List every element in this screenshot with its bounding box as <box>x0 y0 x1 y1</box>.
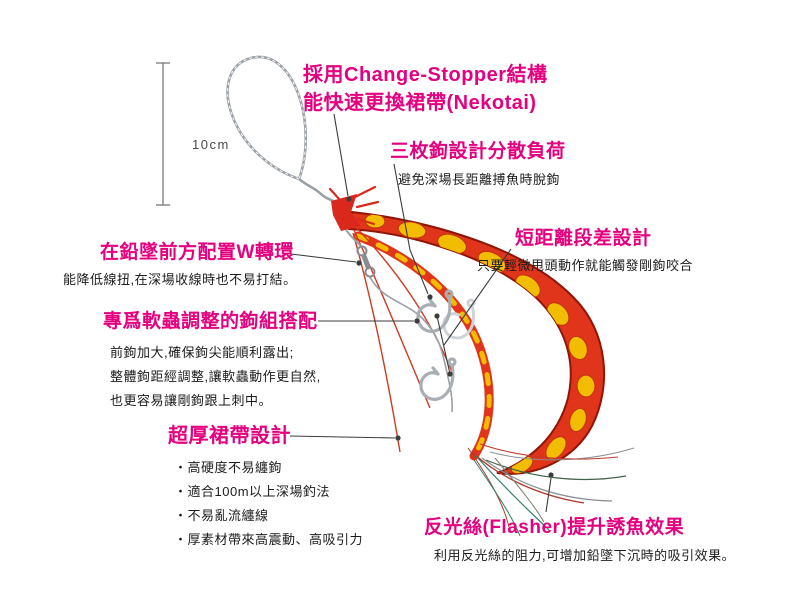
callout-swivel: 在鉛墜前方配置W轉環 能降低線扭,在深場收線時也不易打結。 <box>63 240 297 290</box>
thick-skirt-bullet-2: ・適合100m以上深場釣法 <box>174 483 331 499</box>
callout-change-stopper-heading-line1: 採用Change-Stopper結構 <box>303 64 548 86</box>
thick-skirt-bullet-1: ・高硬度不易纏鉤 <box>174 459 283 475</box>
callout-three-hooks-heading: 三枚鉤設計分散負荷 <box>390 141 566 162</box>
callout-swivel-body: 能降低線扭,在深場收線時也不易打結。 <box>63 272 297 288</box>
callout-change-stopper: 採用Change-Stopper結構 能快速更換裙帶(Nekotai) <box>303 62 548 117</box>
callout-hook-setup-body-line2: 整體鉤距經調整,讓軟蟲動作更自然, <box>110 369 321 385</box>
hooks <box>416 289 476 401</box>
hook-2-icon <box>419 357 457 401</box>
thick-skirt-bullet-3: ・不易亂流纏線 <box>174 507 269 523</box>
callout-flasher-body: 利用反光絲的阻力,可增加鉛墜下沉時的吸引效果。 <box>434 548 736 564</box>
callout-hook-setup-body-line1: 前鉤加大,確保鉤尖能順利露出; <box>110 345 294 361</box>
hook-line <box>369 276 453 413</box>
callout-flasher: 反光絲(Flasher)提升誘魚效果 利用反光絲的阻力,可增加鉛墜下沉時的吸引效… <box>424 515 735 566</box>
callout-short-gap-heading: 短距離段差設計 <box>515 228 652 249</box>
skirt-tail-strand <box>353 231 494 461</box>
callout-hook-setup-heading: 專爲軟蟲調整的鉤組搭配 <box>103 311 318 332</box>
callout-short-gap: 短距離段差設計 只要輕微甩頭動作就能觸發剛鉤咬合 <box>477 226 693 276</box>
callout-three-hooks: 三枚鉤設計分散負荷 避免深場長距離搏魚時脫鉤 <box>390 139 566 190</box>
measurement-bracket <box>156 62 170 206</box>
callout-hook-setup-body: 前鉤加大,確保鉤尖能順利露出; 整體鉤距經調整,讓軟蟲動作更自然, 也更容易讓剛… <box>110 341 321 413</box>
callout-flasher-heading: 反光絲(Flasher)提升誘魚效果 <box>424 517 685 538</box>
flasher-threads <box>467 443 635 537</box>
hook-1-icon <box>416 289 454 333</box>
callout-thick-skirt-bullets: ・高硬度不易纏鉤 ・適合100m以上深場釣法 ・不易亂流纏線 ・厚素材帶來高震動… <box>174 456 363 552</box>
callout-swivel-heading: 在鉛墜前方配置W轉環 <box>100 242 294 263</box>
thick-skirt-bullet-4: ・厚素材帶來高震動、高吸引力 <box>174 531 364 547</box>
callout-change-stopper-heading-line2: 能快速更換裙帶(Nekotai) <box>303 91 537 114</box>
callout-short-gap-body: 只要輕微甩頭動作就能觸發剛鉤咬合 <box>477 258 694 274</box>
callout-thick-skirt: 超厚裙帶設計 ・高硬度不易纏鉤 ・適合100m以上深場釣法 ・不易亂流纏線 ・厚… <box>168 423 363 552</box>
callout-thick-skirt-heading: 超厚裙帶設計 <box>168 425 291 447</box>
stopper-swivel-link <box>345 229 362 247</box>
callout-hook-setup-body-line3: 也更容易讓剛鉤跟上刺中。 <box>110 393 273 409</box>
measurement-label: 10cm <box>192 137 230 152</box>
w-swivel-icon <box>356 245 376 278</box>
leader-lines <box>289 113 552 513</box>
callout-three-hooks-body: 避免深場長距離搏魚時脫鉤 <box>398 172 561 188</box>
callout-hook-setup: 專爲軟蟲調整的鉤組搭配 前鉤加大,確保鉤尖能順利露出; 整體鉤距經調整,讓軟蟲動… <box>103 309 321 413</box>
skirt <box>347 210 606 475</box>
change-stopper-knot <box>328 185 380 231</box>
leader-dots <box>346 196 554 478</box>
